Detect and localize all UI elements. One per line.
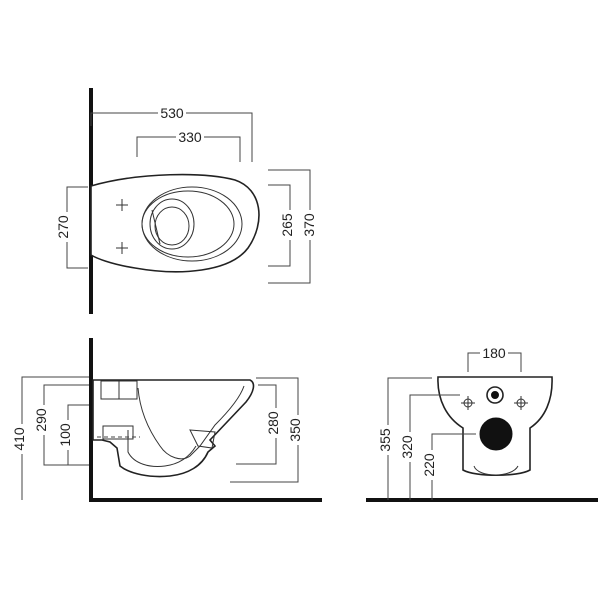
- trap-line: [137, 385, 245, 460]
- dimension-label: 100: [57, 423, 73, 447]
- side-view: 410 290 100 280 350: [11, 338, 322, 502]
- outlet-connector: [102, 425, 134, 440]
- fixing-point-icon: [514, 396, 528, 410]
- dimension-350: 350: [230, 377, 304, 483]
- top-view: 530 330 270 265 370: [55, 88, 318, 314]
- dimension-270: 270: [55, 186, 88, 269]
- dimension-label: 220: [421, 453, 437, 477]
- dimension-label: 270: [55, 215, 71, 239]
- dimension-label: 350: [287, 418, 303, 442]
- bowl-opening-edge: [151, 209, 161, 245]
- dimension-label: 265: [279, 213, 295, 237]
- dimension-label: 330: [178, 129, 202, 145]
- dimension-370: 370: [268, 169, 318, 284]
- dimension-530: 530: [90, 104, 253, 162]
- dimension-label: 280: [265, 411, 281, 435]
- dimension-290: 290: [33, 384, 89, 466]
- dimension-355: 355: [377, 377, 432, 500]
- fixing-cross-icon: [116, 242, 128, 254]
- dimension-label: 370: [301, 213, 317, 237]
- dimension-label: 410: [11, 427, 27, 451]
- dimension-label: 355: [377, 428, 393, 452]
- dimension-220: 220: [421, 433, 476, 500]
- bowl-opening-inner: [154, 206, 190, 246]
- bottom-lip: [473, 465, 519, 476]
- rim-inner: [141, 190, 235, 258]
- dimension-410: 410: [11, 376, 89, 500]
- dimension-320: 320: [399, 394, 460, 500]
- trap-line-inner: [127, 430, 197, 467]
- dimension-330: 330: [136, 128, 241, 162]
- dimension-100: 100: [57, 404, 89, 465]
- back-view: 180 355 320 220: [366, 344, 598, 502]
- dimension-280: 280: [236, 384, 282, 465]
- fixing-point-icon: [461, 396, 475, 410]
- dimension-180: 180: [467, 344, 522, 372]
- bowl-opening-outer: [149, 198, 195, 250]
- dimension-label: 320: [399, 435, 415, 459]
- fixing-bracket: [189, 429, 216, 449]
- bowl-side-profile: [92, 379, 255, 478]
- outlet-hole-icon: [479, 417, 513, 451]
- inlet-hole-icon: [491, 391, 499, 399]
- dimension-label: 180: [482, 345, 506, 361]
- fixing-cross-icon: [116, 199, 128, 211]
- dimension-label: 290: [33, 408, 49, 432]
- dimension-265: 265: [268, 184, 296, 267]
- dimension-label: 530: [160, 105, 184, 121]
